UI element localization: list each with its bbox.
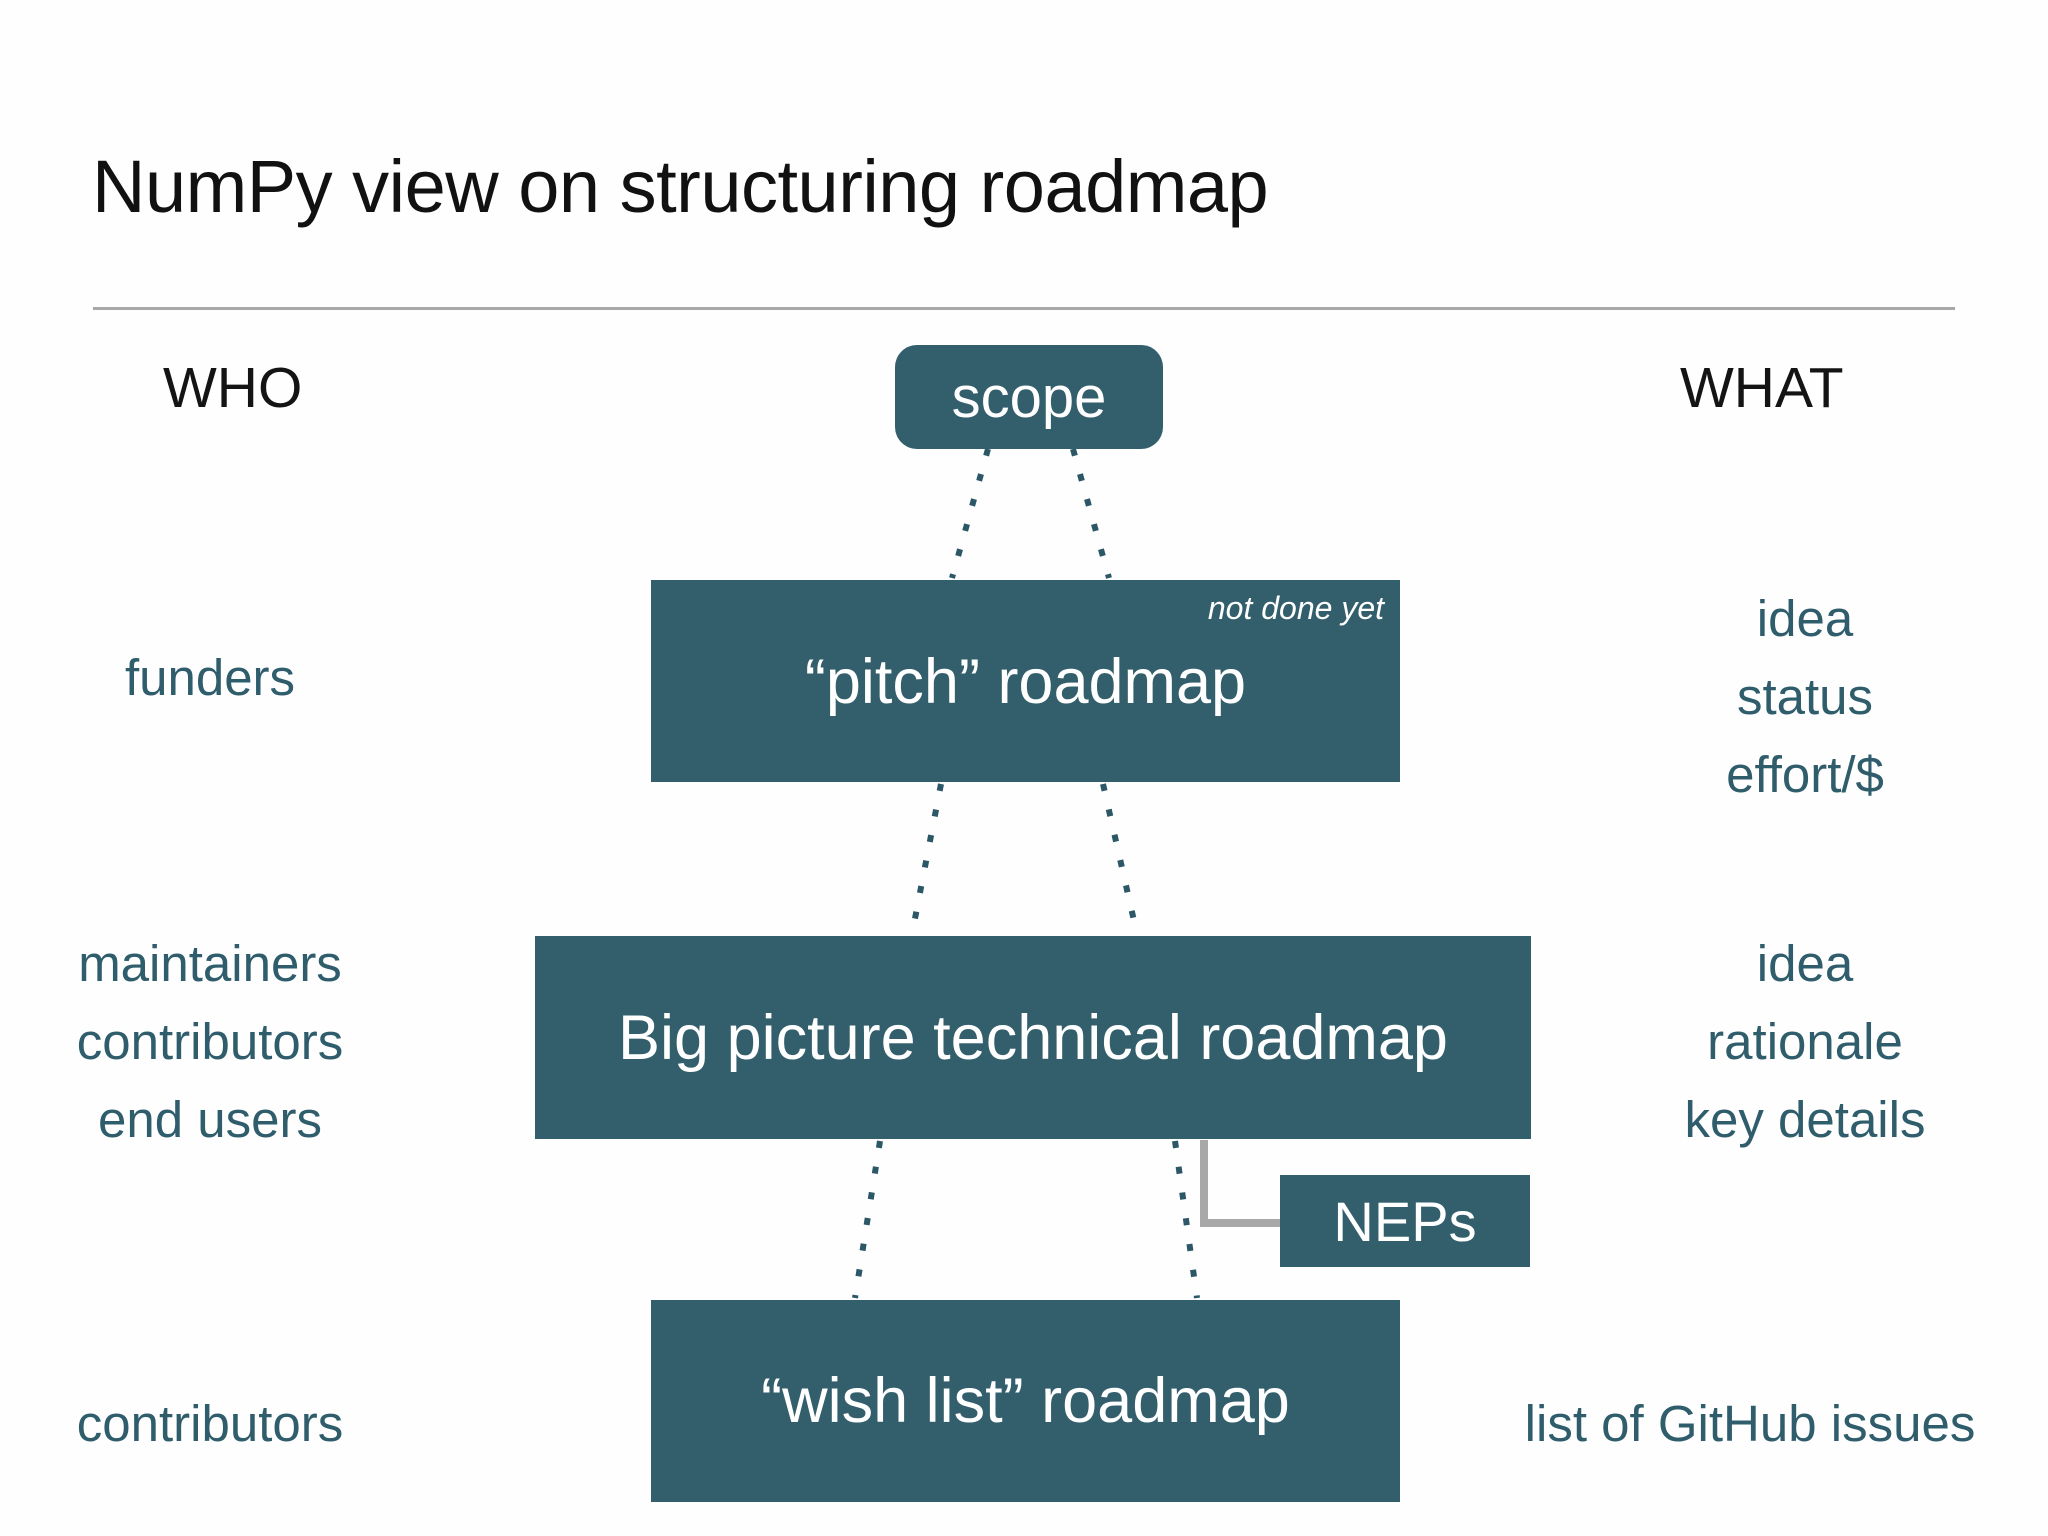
node-wish-list-roadmap[interactable]: “wish list” roadmap: [651, 1300, 1400, 1502]
page-title: NumPy view on structuring roadmap: [92, 145, 1269, 228]
title-divider: [93, 307, 1955, 310]
connector-bigpicture-to-neps: [1200, 1140, 1280, 1227]
connector-pitch-to-bigpicture-left: [909, 783, 944, 935]
who-label: funders: [124, 649, 296, 706]
connector-pitch-to-bigpicture-right: [1100, 783, 1140, 935]
what-label: status: [1736, 668, 1874, 725]
who-labels-pitch-row: funders: [0, 639, 420, 717]
node-neps-label: NEPs: [1333, 1189, 1477, 1253]
what-column-header: WHAT: [1680, 356, 1844, 420]
connector-bigpicture-to-wishlist-left: [852, 1140, 883, 1299]
what-labels-wishlist-row: list of GitHub issues: [1450, 1385, 2048, 1463]
node-scope[interactable]: scope: [895, 345, 1163, 449]
what-label: rationale: [1707, 1013, 1903, 1070]
who-labels-wishlist-row: contributors: [0, 1385, 420, 1463]
what-label: list of GitHub issues: [1524, 1395, 1976, 1452]
node-wish-list-roadmap-label: “wish list” roadmap: [761, 1366, 1290, 1436]
connector-scope-to-pitch-right: [1070, 448, 1112, 579]
what-label: key details: [1684, 1091, 1926, 1148]
node-big-picture-roadmap[interactable]: Big picture technical roadmap: [535, 936, 1531, 1139]
who-labels-bigpicture-row: maintainers contributors end users: [0, 925, 420, 1159]
node-neps[interactable]: NEPs: [1280, 1175, 1530, 1267]
node-pitch-roadmap[interactable]: not done yet “pitch” roadmap: [651, 580, 1400, 782]
what-labels-pitch-row: idea status effort/$: [1590, 580, 2020, 814]
connector-scope-to-pitch-left: [949, 448, 991, 579]
who-column-header: WHO: [163, 356, 303, 420]
who-label: contributors: [76, 1013, 344, 1070]
who-label: contributors: [76, 1395, 344, 1452]
what-label: effort/$: [1726, 746, 1884, 803]
connector-bigpicture-to-wishlist-right: [1172, 1140, 1200, 1299]
what-label: idea: [1756, 590, 1854, 647]
node-pitch-roadmap-label: “pitch” roadmap: [804, 647, 1247, 717]
node-big-picture-roadmap-label: Big picture technical roadmap: [618, 1002, 1448, 1073]
who-label: end users: [98, 1091, 322, 1148]
node-pitch-roadmap-note: not done yet: [1207, 590, 1384, 626]
who-label: maintainers: [78, 935, 342, 992]
node-scope-label: scope: [951, 364, 1107, 430]
what-label: idea: [1756, 935, 1854, 992]
what-labels-bigpicture-row: idea rationale key details: [1590, 925, 2020, 1159]
